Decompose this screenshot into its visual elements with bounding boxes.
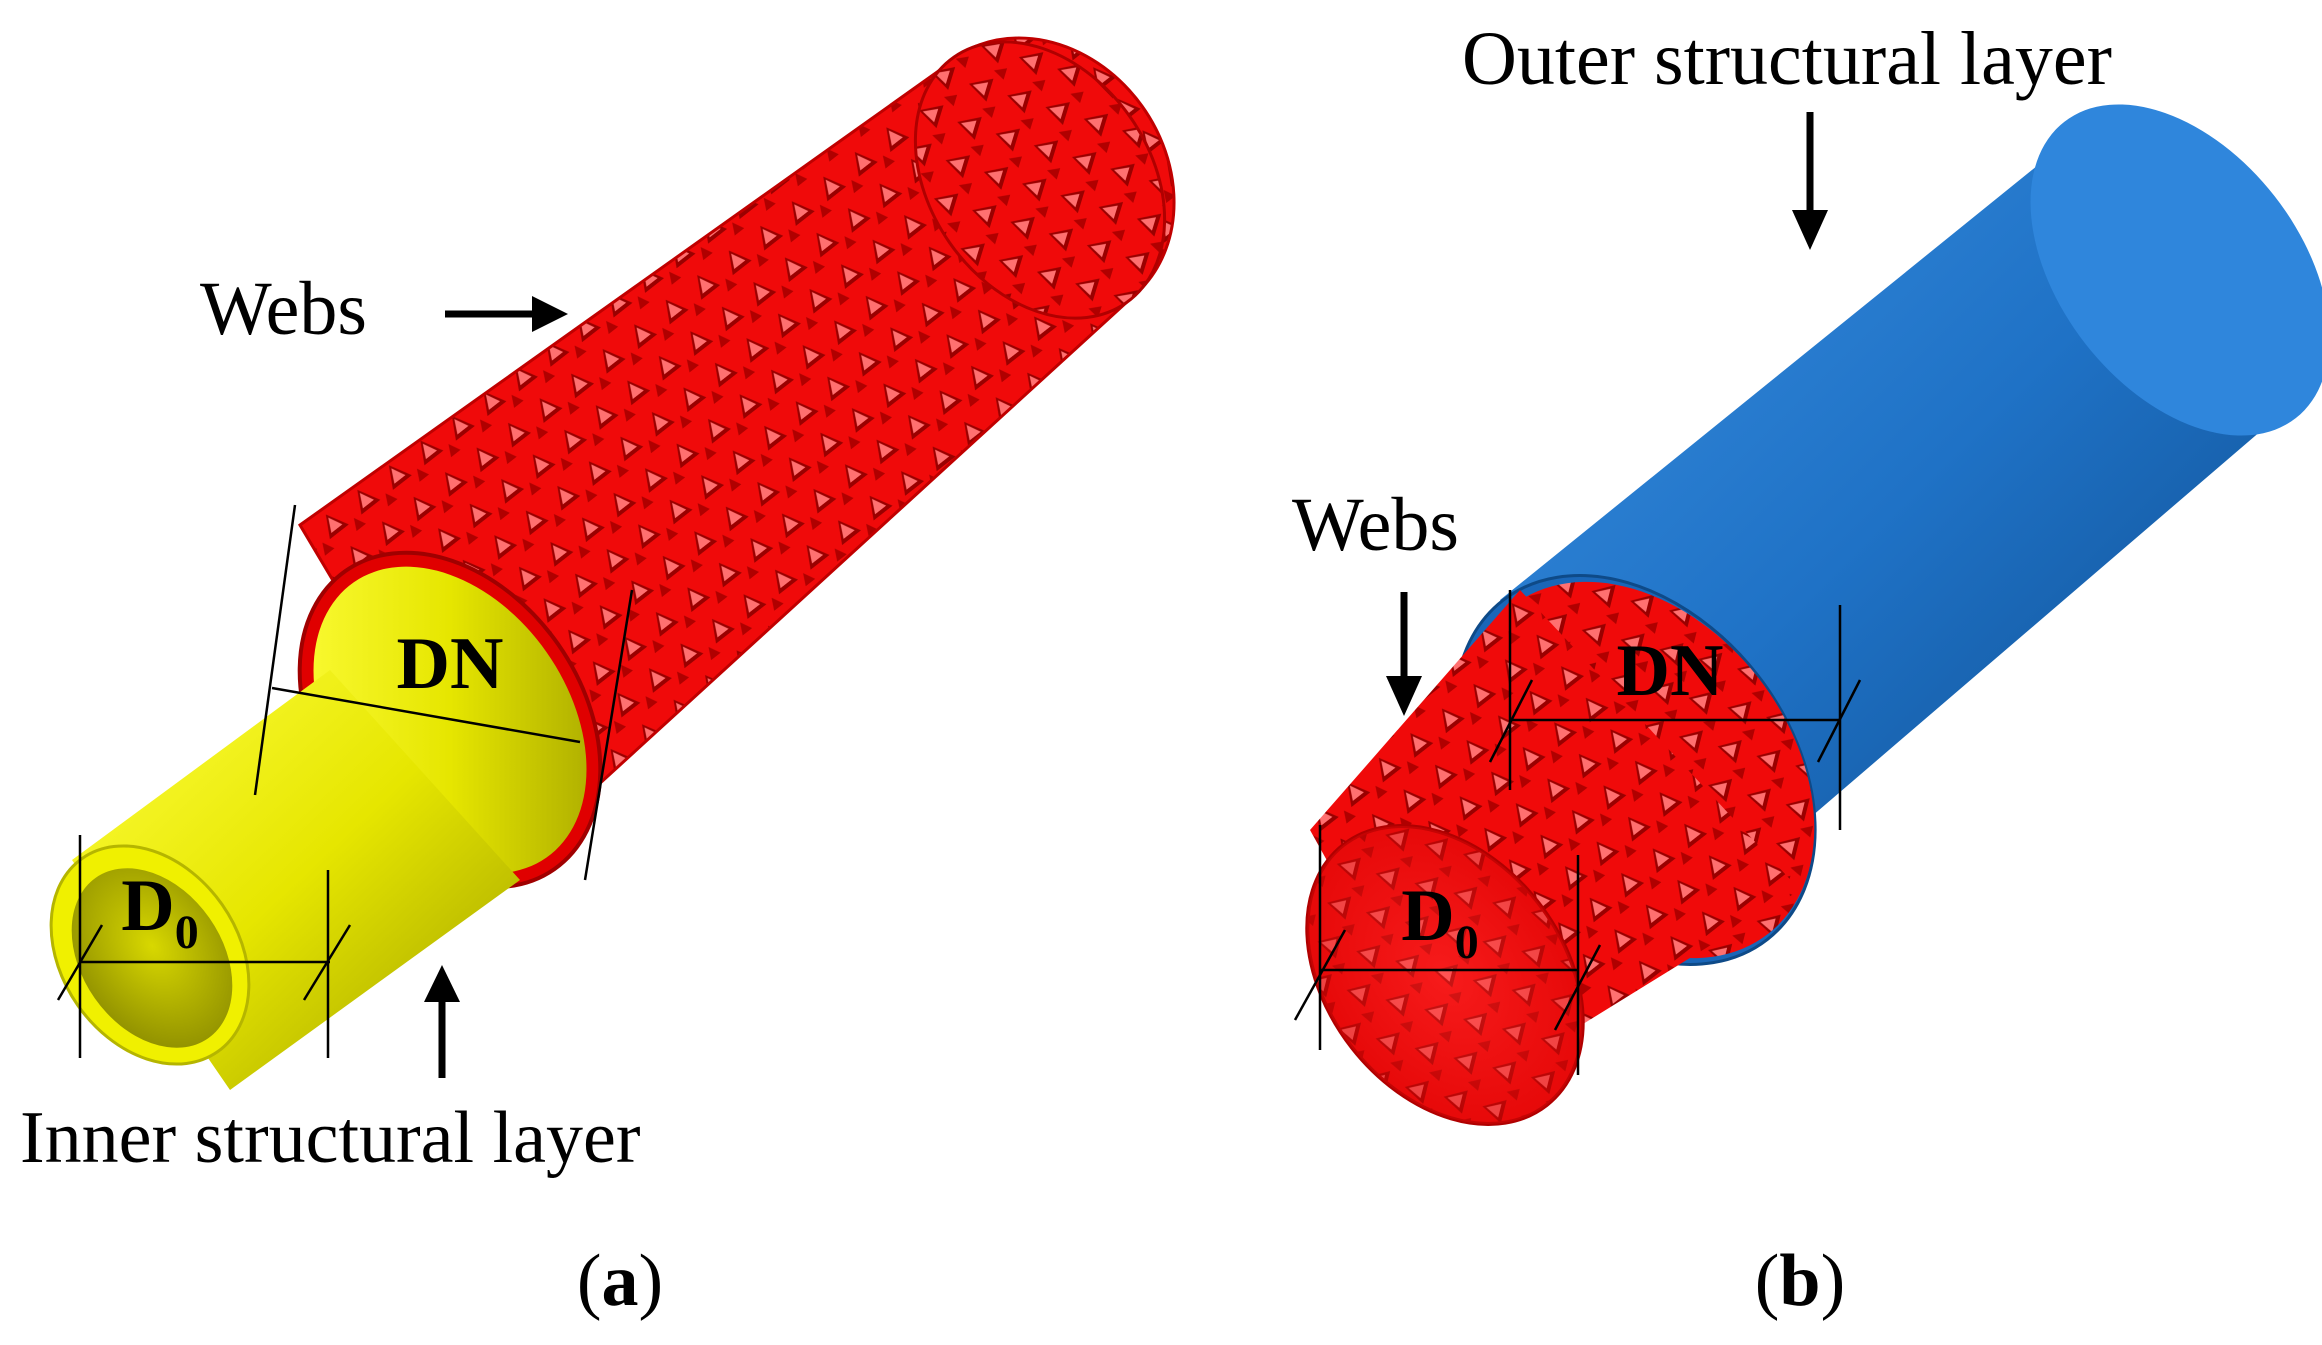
- d0-dimension-b: [1293, 825, 1602, 1075]
- inner-layer-label-a: Inner structural layer: [20, 1097, 640, 1179]
- panel-a: DN D0 Webs Inner structural layer (a): [20, 36, 1176, 1322]
- inner-layer-cylinder-a: [49, 566, 587, 1090]
- panel-b: DN D0 Outer structural layer Webs (b): [1292, 17, 2322, 1322]
- webs-label-b: Webs: [1292, 483, 1459, 567]
- inner-layer-arrow-a: [424, 965, 460, 1078]
- webs-cylinder-b: [1305, 581, 1815, 1126]
- d0-label-a: D0: [121, 865, 198, 959]
- webs-arrow-a: [445, 296, 568, 332]
- webs-arrow-b: [1386, 592, 1422, 716]
- caption-a: (a): [577, 1240, 663, 1322]
- caption-b: (b): [1755, 1240, 1845, 1322]
- d0-dimension-a: [56, 835, 352, 1058]
- d0-label-b: D0: [1401, 875, 1478, 969]
- outer-layer-arrow-b: [1792, 112, 1828, 250]
- outer-layer-label-b: Outer structural layer: [1462, 17, 2112, 101]
- dn-dimension-a: [253, 504, 634, 881]
- dn-label-a: DN: [397, 623, 504, 705]
- webs-label-a: Webs: [200, 267, 367, 351]
- dn-dimension-b: [1488, 590, 1862, 830]
- dn-label-b: DN: [1617, 630, 1724, 712]
